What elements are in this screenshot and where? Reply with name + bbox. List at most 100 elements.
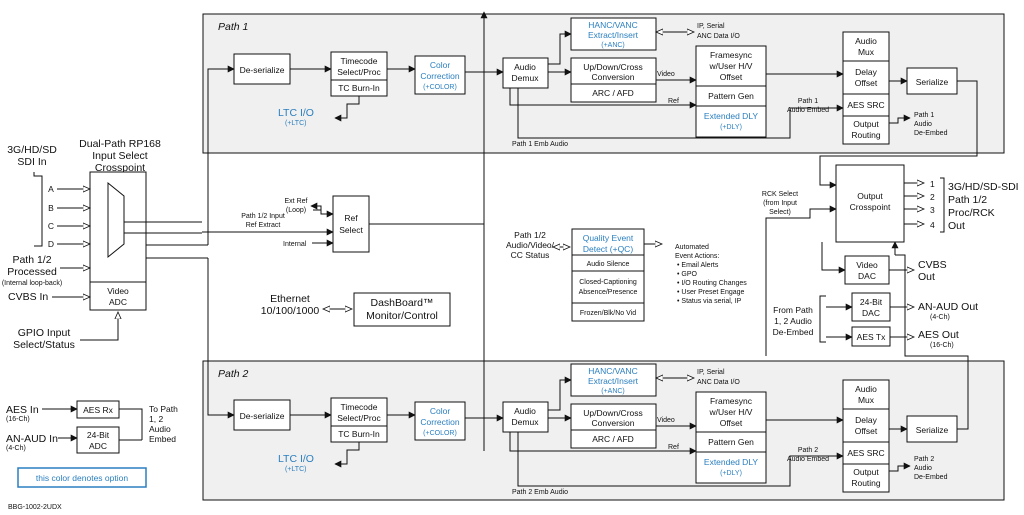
dac-24-label: 24-Bit <box>860 297 883 307</box>
framesync-label-2: w/User H/V <box>709 61 753 71</box>
hanc-box <box>570 17 657 51</box>
updown-label-p2: Up/Down/Cross <box>583 408 643 418</box>
an-aud-in-label: AN-AUD In <box>6 433 58 445</box>
qc-status-label-2: Audio/Video/ <box>506 240 555 250</box>
ip-serial-label-p2: IP, Serial <box>697 369 725 376</box>
audio-demux-label-p2-2: Demux <box>512 417 540 427</box>
delay-label: Delay <box>855 67 877 77</box>
audio-demux-label-p2: Audio <box>514 406 536 416</box>
pattern-gen-label: Pattern Gen <box>708 91 754 101</box>
framesync-label-3: Offset <box>720 72 743 82</box>
ltc-io-label: LTC I/O <box>278 107 314 119</box>
sdi-out-label-3: Proc/RCK <box>948 207 995 219</box>
aes-tx-label: AES Tx <box>857 332 886 342</box>
updown-box-2 <box>570 403 657 449</box>
aes-out-ch: (16-Ch) <box>930 342 954 349</box>
gpio-label: GPIO Input <box>18 327 71 339</box>
dashboard-label-2: Monitor/Control <box>366 310 438 322</box>
an-aud-in-ch: (4-Ch) <box>6 445 26 452</box>
audio-mux-label-p2: Audio <box>855 384 877 394</box>
processed-label-3: (Internal loop-back) <box>2 280 62 287</box>
ref-select-label: Ref <box>344 213 358 223</box>
output-section: RCK Select (from Input Select) Output Cr… <box>762 164 1019 356</box>
sdi-out-label-2: Path 1/2 <box>948 194 987 206</box>
rck-label-2: (from Input <box>763 200 797 207</box>
internal-label: Internal <box>283 241 307 248</box>
audio-demux-label: Audio <box>514 62 536 72</box>
action-item: • I/O Routing Changes <box>677 280 747 287</box>
framesync-box <box>695 45 767 138</box>
qc-title-2: Detect (+QC) <box>583 244 633 254</box>
arc-afd-label-p2: ARC / AFD <box>592 434 634 444</box>
output-3-label: 3 <box>930 205 935 215</box>
delay-label-p2: Delay <box>855 415 877 425</box>
path1-title: Path 1 <box>218 21 248 33</box>
legend-label: this color denotes option <box>36 473 128 483</box>
video-signal-label-p2: Video <box>657 417 675 424</box>
ext-ref-label-2: (Loop) <box>286 207 306 214</box>
cvbs-out-label-2: Out <box>918 271 935 283</box>
video-dac-label-2: DAC <box>858 271 876 281</box>
updown-label-2: Conversion <box>592 72 635 82</box>
ltc-option-p2: (+LTC) <box>285 466 306 473</box>
qc-section: Path 1/2 Audio/Video/ CC Status Quality … <box>506 228 747 322</box>
deembed-label: Path 1 <box>914 112 934 119</box>
audio-mux-label: Audio <box>855 36 877 46</box>
aes-src-label: AES SRC <box>847 100 884 110</box>
aes-src-label-p2: AES SRC <box>847 448 884 458</box>
audio-mux-label-p2-2: Mux <box>858 395 875 405</box>
aes-out-label: AES Out <box>918 329 959 341</box>
ref-signal-label: Ref <box>668 98 679 105</box>
dac-24-box <box>851 292 891 322</box>
hanc-label: HANC/VANC <box>588 20 637 30</box>
rck-label-3: Select) <box>769 209 791 216</box>
cc-label-2: Absence/Presence <box>579 289 638 296</box>
output-crosspoint-label-2: Crosspoint <box>850 202 891 212</box>
framesync-label-p2-3: Offset <box>720 418 743 428</box>
ref-extract-label-2: Ref Extract <box>246 222 281 229</box>
deembed-label-p2-2: Audio <box>914 465 932 472</box>
delay-label-2: Offset <box>855 78 878 88</box>
video-adc-label: Video <box>107 286 129 296</box>
serialize-label-p2: Serialize <box>916 425 949 435</box>
path1-chain: De-serialize Timecode Select/Proc TC Bur… <box>207 17 978 245</box>
color-label: Color <box>430 60 450 70</box>
delay-label-p2-2: Offset <box>855 426 878 436</box>
ethernet-section: Ethernet 10/100/1000 DashBoard™ Monitor/… <box>261 292 451 327</box>
ip-serial-label: IP, Serial <box>697 23 725 30</box>
deserialize-label-p2: De-serialize <box>240 411 285 421</box>
output-routing-label: Output <box>853 119 879 129</box>
adc-label: 24-Bit <box>87 430 110 440</box>
emb-audio-label: Path 1 Emb Audio <box>512 141 568 148</box>
updown-label: Up/Down/Cross <box>583 62 643 72</box>
from-path-label-2: 1, 2 Audio <box>774 316 812 326</box>
output-crosspoint-box <box>835 164 905 243</box>
aes-rx-label: AES Rx <box>83 405 114 415</box>
input-b-label: B <box>48 203 54 213</box>
hanc-label-2: Extract/Insert <box>588 30 639 40</box>
ref-select-label-2: Select <box>339 225 363 235</box>
ext-dly-label-p2: Extended DLY <box>704 457 759 467</box>
timecode-label: Timecode <box>340 56 377 66</box>
framesync-box-2 <box>695 391 767 484</box>
video-adc-label-2: ADC <box>109 297 127 307</box>
serialize-label: Serialize <box>916 77 949 87</box>
an-aud-out-label: AN-AUD Out <box>918 301 978 313</box>
deembed-label-p2-3: De-Embed <box>914 474 948 481</box>
ext-dly-option-p2: (+DLY) <box>720 470 742 477</box>
output-1-label: 1 <box>930 179 935 189</box>
from-path-label-3: De-Embed <box>773 327 814 337</box>
processed-label: Path 1/2 <box>12 254 51 266</box>
actions-label-2: Event Actions: <box>675 253 719 260</box>
timecode-box-2 <box>330 397 388 443</box>
ext-dly-option: (+DLY) <box>720 124 742 131</box>
to-path-label: To Path <box>149 404 178 414</box>
color-label-p2-2: Correction <box>420 417 459 427</box>
an-aud-out-ch: (4-Ch) <box>930 314 950 321</box>
framesync-label: Framesync <box>710 50 753 60</box>
crosspoint-title: Dual-Path RP168 <box>79 138 161 150</box>
frozen-label: Frozen/Blk/No Vid <box>580 310 636 317</box>
pattern-gen-label-p2: Pattern Gen <box>708 437 754 447</box>
adc-label-2: ADC <box>89 441 107 451</box>
